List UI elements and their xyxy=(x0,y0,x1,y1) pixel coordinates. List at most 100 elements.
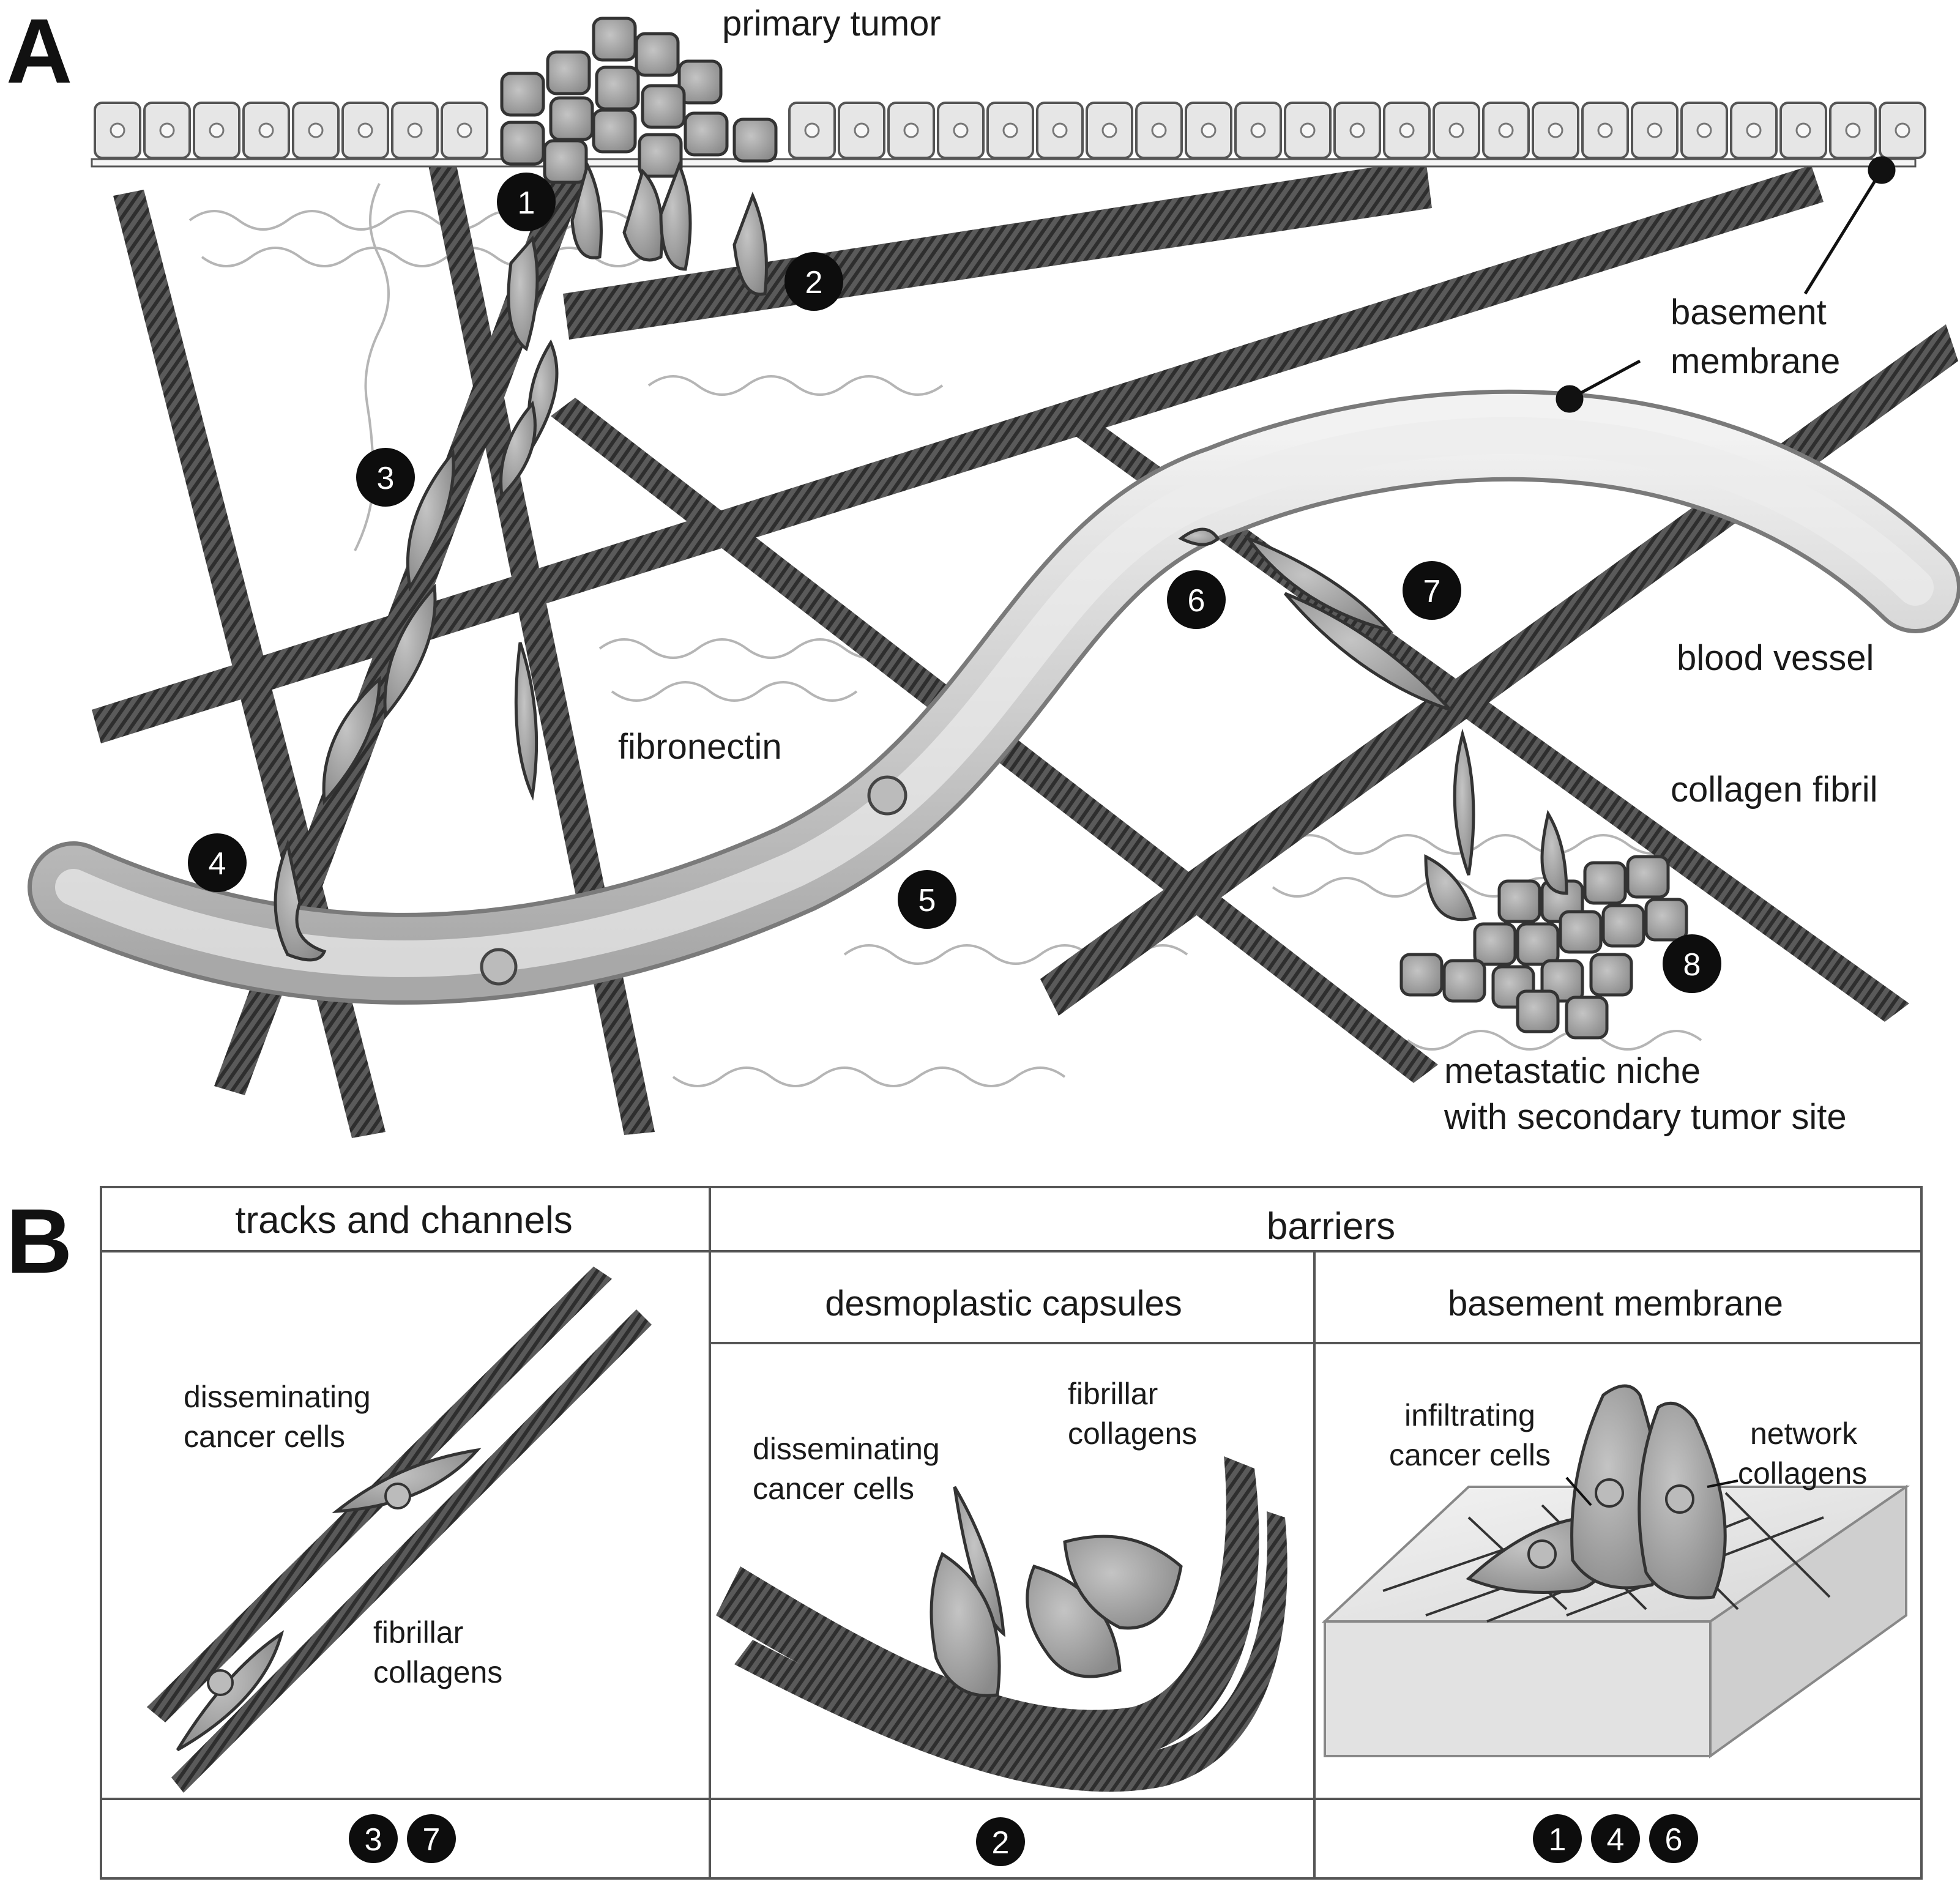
epithelial-cell-nucleus xyxy=(456,122,472,138)
panel-a-letter: A xyxy=(6,0,72,102)
basement-membrane-line xyxy=(91,158,1917,168)
panel-b: B tracks and channels barriers desmoplas… xyxy=(6,1186,1923,1880)
tracks-label-cells-2: cancer cells xyxy=(184,1420,345,1454)
epithelial-cell-nucleus xyxy=(1250,122,1266,138)
epithelial-cell-nucleus xyxy=(953,122,969,138)
panel-b-letter: B xyxy=(6,1189,72,1292)
epithelial-cell-nucleus xyxy=(357,122,373,138)
epithelial-cell-nucleus xyxy=(110,122,125,138)
metastatic-niche-cluster xyxy=(1399,810,1688,1040)
footer-badges: 3 7 2 1 4 6 xyxy=(349,1814,1698,1866)
step-badge-3: 3 xyxy=(356,448,415,507)
epithelial-cell-nucleus xyxy=(1597,122,1613,138)
basement-illustration: infiltrating cancer cells network collag… xyxy=(1321,1384,1910,1759)
blood-vessel xyxy=(28,389,1960,1005)
svg-text:1: 1 xyxy=(1549,1822,1567,1858)
tracks-label-collagen-1: fibrillar xyxy=(373,1615,463,1650)
footer-badge-7: 7 xyxy=(407,1814,456,1863)
epithelial-cell-nucleus xyxy=(1845,122,1861,138)
svg-text:4: 4 xyxy=(209,846,226,882)
epithelial-cell-nucleus xyxy=(258,122,274,138)
step-badge-7: 7 xyxy=(1403,561,1461,620)
epithelial-cells xyxy=(94,102,1926,159)
step-badge-2: 2 xyxy=(784,252,843,311)
basement-label-collagen-1: network xyxy=(1750,1416,1858,1451)
epithelial-cell-nucleus xyxy=(1548,122,1563,138)
desmo-label-cells-1: disseminating xyxy=(753,1432,940,1466)
desmo-cancer-cell xyxy=(1063,1535,1183,1630)
svg-text:3: 3 xyxy=(365,1822,382,1858)
epithelial-cell-nucleus xyxy=(308,122,324,138)
footer-badge-3: 3 xyxy=(349,1814,398,1863)
svg-text:2: 2 xyxy=(805,265,823,300)
basement-label-cells-2: cancer cells xyxy=(1389,1438,1551,1472)
header-desmoplastic-capsules: desmoplastic capsules xyxy=(825,1284,1182,1323)
label-blood-vessel: blood vessel xyxy=(1677,638,1874,678)
label-metastatic-niche-2: with secondary tumor site xyxy=(1444,1097,1847,1137)
epithelium-layer xyxy=(91,102,1926,168)
epithelial-cell-nucleus xyxy=(1002,122,1018,138)
epithelial-cell-nucleus xyxy=(1052,122,1068,138)
epithelial-cell-nucleus xyxy=(1647,122,1663,138)
panel-a: A xyxy=(6,0,1960,1138)
header-barriers: barriers xyxy=(1267,1205,1395,1248)
label-metastatic-niche-1: metastatic niche xyxy=(1444,1051,1701,1091)
desmo-label-collagen-2: collagens xyxy=(1068,1416,1197,1451)
desmoplastic-illustration: disseminating cancer cells fibrillar col… xyxy=(716,1377,1287,1792)
epithelial-cell-nucleus xyxy=(1746,122,1762,138)
epithelial-cell-nucleus xyxy=(1498,122,1514,138)
migrating-cells xyxy=(274,339,1475,962)
step-badge-1: 1 xyxy=(497,173,556,231)
step-badge-5: 5 xyxy=(898,870,956,929)
desmo-cancer-cell xyxy=(930,1552,1001,1697)
svg-text:4: 4 xyxy=(1607,1822,1625,1858)
svg-text:5: 5 xyxy=(919,883,936,918)
tracks-illustration: disseminating cancer cells fibrillar col… xyxy=(147,1267,652,1793)
primary-tumor-cluster xyxy=(500,17,778,352)
epithelial-cell-nucleus xyxy=(804,122,820,138)
epithelial-cell-nucleus xyxy=(1399,122,1415,138)
epithelial-cell-nucleus xyxy=(1349,122,1365,138)
epithelial-cell-nucleus xyxy=(854,122,870,138)
svg-text:3: 3 xyxy=(377,461,395,496)
label-primary-tumor: primary tumor xyxy=(722,4,941,43)
header-basement-membrane: basement membrane xyxy=(1448,1284,1783,1323)
tracks-label-collagen-2: collagens xyxy=(373,1655,502,1689)
circulating-cell xyxy=(867,775,907,816)
epithelial-cell-nucleus xyxy=(407,122,423,138)
desmo-label-collagen-1: fibrillar xyxy=(1068,1377,1158,1411)
svg-text:6: 6 xyxy=(1188,583,1205,619)
epithelial-cell-nucleus xyxy=(1448,122,1464,138)
footer-badge-4: 4 xyxy=(1591,1814,1640,1863)
epithelial-cell-nucleus xyxy=(1151,122,1167,138)
basement-label-cells-1: infiltrating xyxy=(1404,1398,1535,1432)
header-tracks-and-channels: tracks and channels xyxy=(235,1199,572,1241)
epithelial-cell-nucleus xyxy=(1795,122,1811,138)
epithelial-cell-nucleus xyxy=(903,122,919,138)
epithelial-cell-nucleus xyxy=(1895,122,1910,138)
footer-badge-6: 6 xyxy=(1649,1814,1698,1863)
svg-text:1: 1 xyxy=(518,185,535,221)
circulating-cell xyxy=(480,948,518,986)
svg-text:8: 8 xyxy=(1683,947,1701,983)
label-fibronectin: fibronectin xyxy=(618,727,782,767)
svg-text:7: 7 xyxy=(1423,574,1441,609)
step-badge-8: 8 xyxy=(1663,934,1721,993)
tracks-label-cells-1: disseminating xyxy=(184,1380,371,1414)
label-basement-membrane-1: basement xyxy=(1671,292,1827,332)
epithelial-cell-nucleus xyxy=(159,122,175,138)
epithelial-cell-nucleus xyxy=(1201,122,1217,138)
svg-text:6: 6 xyxy=(1665,1822,1683,1858)
desmo-cancer-cell xyxy=(953,1486,1005,1637)
label-collagen-fibril: collagen fibril xyxy=(1671,770,1878,810)
footer-badge-2: 2 xyxy=(976,1817,1025,1866)
epithelial-cell-nucleus xyxy=(209,122,225,138)
svg-text:7: 7 xyxy=(423,1822,441,1858)
leader-lines xyxy=(1556,156,1896,413)
step-badge-4: 4 xyxy=(188,833,247,892)
footer-badge-1: 1 xyxy=(1533,1814,1582,1863)
desmo-label-cells-2: cancer cells xyxy=(753,1472,914,1506)
step-badges: 1 2 3 4 5 6 7 8 xyxy=(188,173,1721,993)
epithelial-cell-nucleus xyxy=(1696,122,1712,138)
